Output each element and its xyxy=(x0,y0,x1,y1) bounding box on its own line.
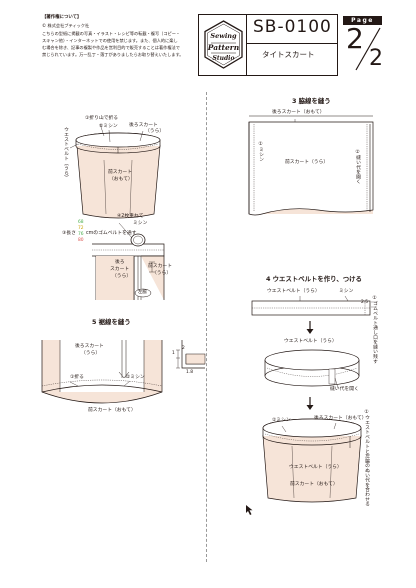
copyright-line: 禁じられています。万一乱丁・落丁がありましたらお取り替えいたします。 xyxy=(42,52,184,57)
copyright-line: こちらの型紙に掲載の写真・イラスト・レシピ等の転載・複写（コピー・ xyxy=(42,31,181,36)
step4-sew2-label: ②ミシン xyxy=(272,418,291,423)
step3-back-skirt-label: 後ろスカート（おもて） xyxy=(272,110,325,115)
fig2-length-value: 76 xyxy=(78,232,84,237)
fig2-front-skirt-label: 前スカート xyxy=(148,264,172,269)
fig2-back-skirt-label: 後ろ xyxy=(115,260,125,265)
copyright-company: © 株式会社ブティック社 xyxy=(42,23,90,28)
step5-dim: 1.8 xyxy=(186,370,193,375)
brand-logo: Sewing Pattern Studio xyxy=(204,20,243,69)
step3-open-seam-label: ②縫い代を開く xyxy=(355,150,361,184)
fig1-sew-label: ②ミシン xyxy=(99,124,118,129)
fig2-back-skirt-label2: スカート xyxy=(110,267,130,272)
step3-sew-label: ①ミシン xyxy=(258,142,264,162)
step4-title: 4 ウエストベルトを作り、つける xyxy=(266,275,362,283)
fig1-waistband-label: ウエストベルト（うら） xyxy=(63,127,69,180)
step5-sew-label: ②ミシン xyxy=(126,375,145,380)
step4-dim: 2.5 xyxy=(361,300,368,305)
fig1-fold-label: ①折り山で折る xyxy=(85,116,119,121)
fig2-length-value: 68 xyxy=(78,220,84,225)
step4-waistband2-label: ウエストベルト（うら） xyxy=(284,339,337,344)
step3-front-skirt-label: 前スカート（うら） xyxy=(285,160,329,165)
fig2-back-skirt-sub: （うら） xyxy=(112,274,132,279)
logo-text: Pattern xyxy=(207,43,239,52)
step5-dim: 2 xyxy=(182,346,185,351)
logo-text: Studio xyxy=(213,55,235,62)
logo-text: Sewing xyxy=(210,32,237,40)
pattern-name: タイトスカート xyxy=(262,50,315,59)
page-total: 2 xyxy=(369,46,383,71)
fig2-front-skirt-sub: （うら） xyxy=(152,271,172,276)
step4-front-skirt-label: 前スカート（おもて） xyxy=(290,482,338,487)
step4-open-seam-label: 縫い代を開く xyxy=(330,387,359,392)
fig1-front-skirt-label: 前スカート xyxy=(108,170,132,175)
step5-back-skirt-sub: （うら） xyxy=(81,351,101,356)
pattern-name-box xyxy=(247,44,338,76)
step4-sew-label: ミシン xyxy=(339,289,354,294)
page-label: Page xyxy=(343,16,382,25)
pattern-code-box xyxy=(247,14,338,44)
step4-waistband3-label: ウエストベルト（うら） xyxy=(289,465,342,470)
fig1-back-skirt-sub: （うら） xyxy=(145,129,165,134)
logo-box: Sewing Pattern Studio xyxy=(198,14,247,76)
step4-align-note: ①ウエストベルトと左脇のぬい代を合わせる xyxy=(364,410,370,507)
step4-elastic-note: ①ゴムベルト通し口を縫い残す xyxy=(372,296,378,364)
fig2-overlap-label: ④2枚重ねて xyxy=(117,214,144,219)
step4-back-skirt-label: 後ろスカート（おもて） xyxy=(314,416,367,421)
step4-waistband-label: ウエストベルト（うら） xyxy=(267,289,320,294)
fig1-back-skirt-label: 後ろスカート xyxy=(129,123,158,128)
pattern-code: SB-0100 xyxy=(253,17,332,37)
step5-fold-label: ①折る xyxy=(70,375,84,380)
step3-title: 3 脇線を縫う xyxy=(292,97,331,105)
column-divider xyxy=(206,92,207,562)
step5-title: 5 裾線を縫う xyxy=(92,318,131,326)
fig2-length-value: 72 xyxy=(78,226,84,231)
copyright-line: む場合を除き、記事の複製や作品を営利目的で販売することは著作権法で xyxy=(42,45,180,50)
fig2-length-value: 80 xyxy=(78,238,84,243)
fig1-front-skirt-sub: （おもて） xyxy=(109,177,133,182)
step5-front-skirt-label: 前スカート（おもて） xyxy=(88,408,136,413)
fig2-length-prefix: ③長さ xyxy=(62,231,76,236)
mouse-cursor xyxy=(246,505,253,515)
copyright-line: スキャン他）・インターネットでの使用を禁じます。また、個人的に楽し xyxy=(42,38,178,43)
step5-back-skirt-label: 後ろスカート xyxy=(75,344,104,349)
page-current: 2 xyxy=(346,22,364,55)
copyright-title: 【著作権について】 xyxy=(42,15,82,20)
step5-dim: 1 xyxy=(172,351,175,356)
fig2-sew-label: ミシン xyxy=(133,221,148,226)
fig2-left-side-label: 左脇 xyxy=(138,290,147,295)
fig2-elastic-label: cmのゴムベルトを通す xyxy=(86,231,137,236)
